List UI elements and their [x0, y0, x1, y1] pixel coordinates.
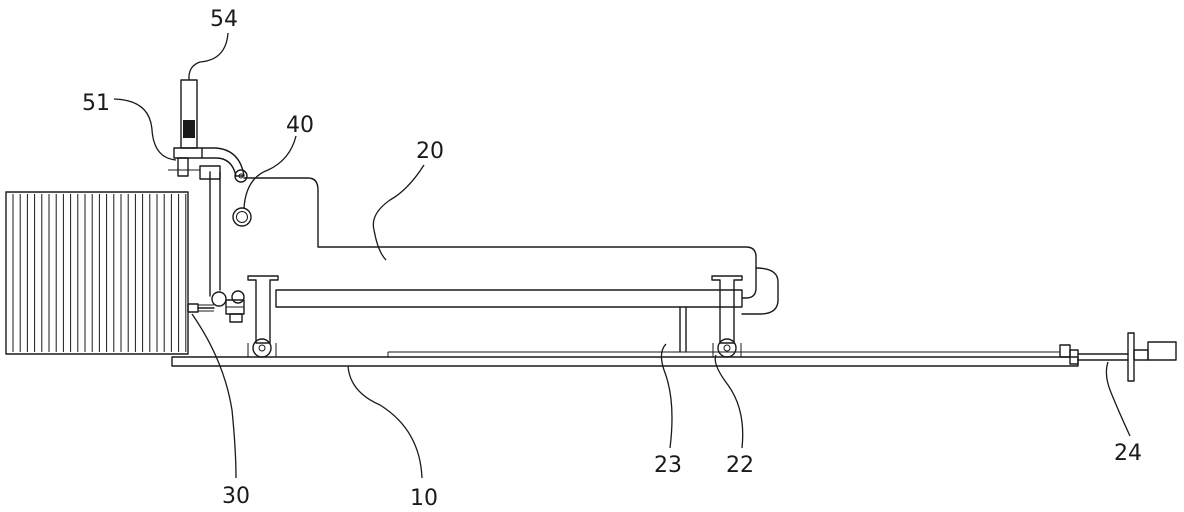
label-51: 51 — [82, 91, 110, 116]
label-24: 24 — [1114, 441, 1142, 466]
adjust-screw — [1060, 333, 1176, 381]
label-20: 20 — [416, 139, 444, 164]
valve-assembly — [188, 291, 244, 322]
label-30: 30 — [222, 484, 250, 509]
left-post — [248, 276, 278, 357]
rail-beam — [244, 178, 778, 314]
radiator-block — [6, 192, 188, 354]
hanger-bracket — [168, 148, 247, 182]
label-10: 10 — [410, 486, 438, 511]
vertical-tube — [210, 172, 220, 296]
right-post — [712, 276, 742, 357]
leader-lines — [114, 33, 1130, 478]
label-40: 40 — [286, 113, 314, 138]
gauge — [233, 208, 251, 226]
label-23: 23 — [654, 453, 682, 478]
label-22: 22 — [726, 453, 754, 478]
label-54: 54 — [210, 7, 238, 32]
support-post — [676, 307, 704, 352]
handle-rod — [181, 80, 197, 148]
radiator-fins — [13, 194, 186, 352]
lower-bar — [276, 290, 742, 307]
reference-numerals: 54 51 40 20 30 10 23 22 24 — [82, 7, 1142, 511]
base-plate — [172, 352, 1078, 366]
